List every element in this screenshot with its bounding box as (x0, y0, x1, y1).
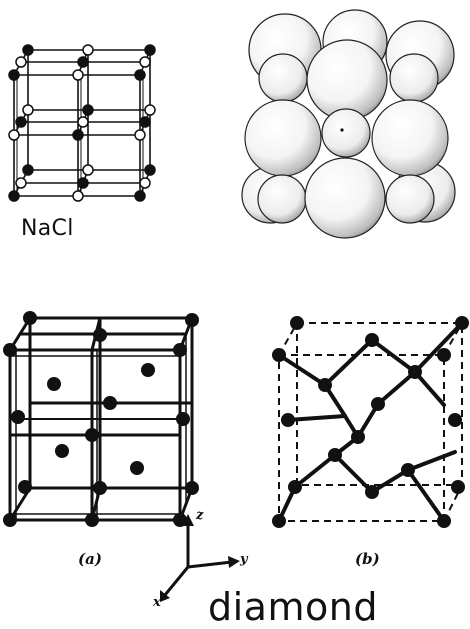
axis-x-label: x (153, 595, 161, 610)
axis-y-label: y (240, 552, 248, 567)
na-ion (83, 105, 93, 115)
packing-sphere (322, 109, 370, 157)
na-ion (78, 178, 88, 188)
na-ion (9, 191, 19, 201)
carbon-atom (365, 333, 379, 347)
carbon-atom (401, 463, 415, 477)
na-ion (145, 45, 155, 55)
panel-b-label: (b) (355, 550, 380, 568)
carbon-atom (130, 461, 144, 475)
carbon-atom (288, 480, 302, 494)
packing-sphere (372, 100, 448, 176)
carbon-atom (328, 448, 342, 462)
packing-sphere (245, 100, 321, 176)
packing-sphere (307, 40, 387, 120)
carbon-atom (18, 480, 32, 494)
carbon-atom (408, 365, 422, 379)
carbon-atom (272, 514, 286, 528)
na-ion (23, 45, 33, 55)
carbon-atom (47, 377, 61, 391)
na-ion (9, 70, 19, 80)
carbon-atom (351, 430, 365, 444)
nacl-label: NaCl (21, 216, 74, 241)
na-ion (135, 191, 145, 201)
carbon-atom (185, 481, 199, 495)
carbon-atom (141, 363, 155, 377)
carbon-atom (55, 444, 69, 458)
packing-sphere (258, 175, 306, 223)
carbon-atom (93, 481, 107, 495)
cl-ion (140, 57, 150, 67)
carbon-atom (103, 396, 117, 410)
carbon-atom (290, 316, 304, 330)
carbon-atom (272, 348, 286, 362)
carbon-atom (11, 410, 25, 424)
cl-ion (140, 178, 150, 188)
cl-ion (83, 165, 93, 175)
packing-sphere (305, 158, 385, 238)
packing-sphere (259, 54, 307, 102)
carbon-atom (365, 485, 379, 499)
carbon-atom (318, 378, 332, 392)
carbon-atom (176, 412, 190, 426)
na-ion (73, 130, 83, 140)
carbon-atom (3, 343, 17, 357)
na-ion (78, 57, 88, 67)
na-ion (16, 117, 26, 127)
carbon-atom (437, 348, 451, 362)
carbon-atom (281, 413, 295, 427)
carbon-atom (23, 311, 37, 325)
carbon-atom (437, 514, 451, 528)
carbon-atom (173, 343, 187, 357)
diamond-label: diamond (208, 585, 378, 629)
na-ion (23, 165, 33, 175)
carbon-atom (185, 313, 199, 327)
axis-z-label: z (196, 508, 203, 523)
panel-a-label: (a) (78, 550, 102, 568)
carbon-atom (93, 328, 107, 342)
cl-ion (23, 105, 33, 115)
carbon-atom (448, 413, 462, 427)
cl-ion (73, 70, 83, 80)
carbon-atom (85, 513, 99, 527)
carbon-atom (451, 480, 465, 494)
carbon-atom (85, 428, 99, 442)
cl-ion (145, 105, 155, 115)
cl-ion (9, 130, 19, 140)
carbon-atom (3, 513, 17, 527)
sphere-packing-diagram (242, 10, 455, 238)
cl-ion (78, 117, 88, 127)
packing-sphere (386, 175, 434, 223)
cl-ion (16, 57, 26, 67)
na-ion (140, 117, 150, 127)
cl-ion (73, 191, 83, 201)
cl-ion (16, 178, 26, 188)
cl-ion (135, 130, 145, 140)
cl-ion (83, 45, 93, 55)
carbon-atom (455, 316, 469, 330)
carbon-atom (371, 397, 385, 411)
na-ion (145, 165, 155, 175)
packing-sphere (390, 54, 438, 102)
na-ion (135, 70, 145, 80)
